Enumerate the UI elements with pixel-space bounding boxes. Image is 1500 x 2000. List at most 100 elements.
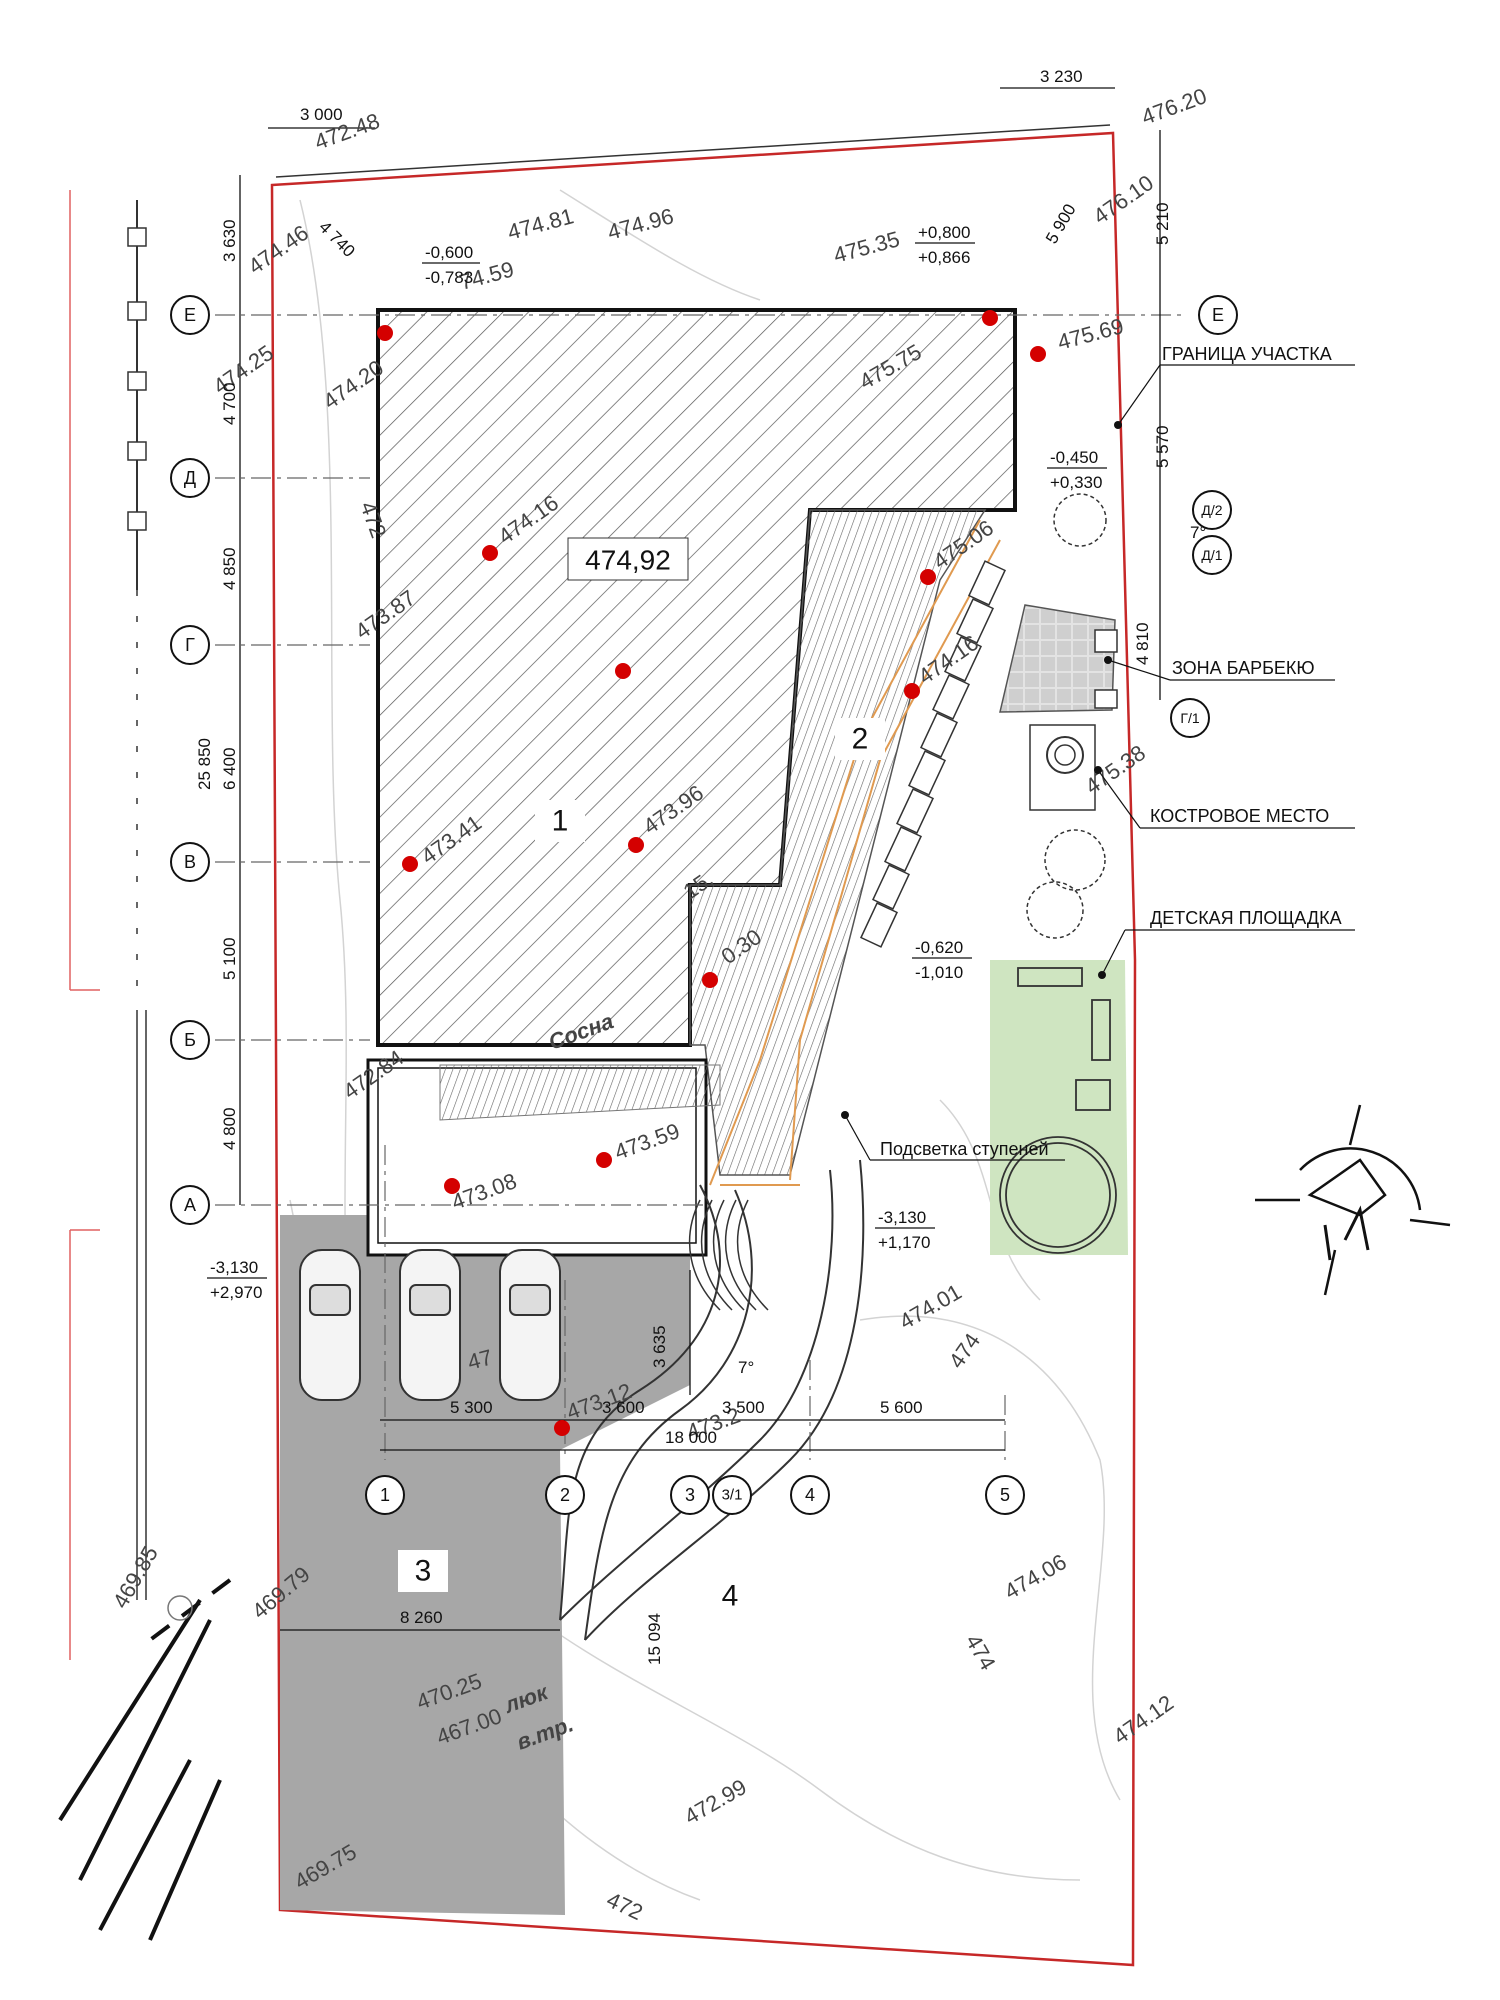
svg-text:5 100: 5 100 <box>220 937 239 980</box>
svg-text:-0,450: -0,450 <box>1050 448 1098 467</box>
axis-bubble-col-4: 4 <box>790 1475 830 1515</box>
svg-text:4 800: 4 800 <box>220 1107 239 1150</box>
svg-text:18 000: 18 000 <box>665 1428 717 1447</box>
terrace-steps <box>860 560 1006 948</box>
playground-area <box>990 960 1128 1255</box>
svg-text:ЗОНА БАРБЕКЮ: ЗОНА БАРБЕКЮ <box>1172 658 1315 678</box>
axis-bubble-row-a: А <box>170 1185 210 1225</box>
svg-text:-0,783: -0,783 <box>425 268 473 287</box>
svg-text:Д/2: Д/2 <box>1201 502 1222 518</box>
svg-text:Б: Б <box>184 1030 196 1050</box>
svg-text:4 810: 4 810 <box>1133 622 1152 665</box>
main-level-box: 474,92 <box>567 537 689 581</box>
svg-text:4: 4 <box>805 1485 815 1505</box>
axis-grid <box>215 314 1185 1460</box>
svg-text:Е: Е <box>184 305 196 325</box>
svg-text:474: 474 <box>944 1328 986 1372</box>
svg-text:5 570: 5 570 <box>1153 425 1172 468</box>
svg-text:474.96: 474.96 <box>605 203 676 245</box>
terrace <box>689 509 987 1176</box>
axis-bubble-col-2: 2 <box>545 1475 585 1515</box>
svg-text:ДЕТСКАЯ ПЛОЩАДКА: ДЕТСКАЯ ПЛОЩАДКА <box>1150 908 1342 928</box>
svg-text:474.25: 474.25 <box>209 340 278 399</box>
bbq-zone <box>999 604 1118 713</box>
svg-text:3 230: 3 230 <box>1040 67 1083 86</box>
svg-text:1: 1 <box>552 805 569 838</box>
svg-text:15 094: 15 094 <box>645 1613 664 1665</box>
svg-text:474.12: 474.12 <box>1109 1690 1178 1749</box>
svg-text:3 630: 3 630 <box>220 219 239 262</box>
stair-path <box>709 519 1001 1186</box>
svg-text:472.99: 472.99 <box>680 1774 751 1829</box>
svg-text:Д: Д <box>184 468 196 488</box>
north-arrow-icon <box>1255 1104 1451 1296</box>
axis-bubble-col-5: 5 <box>985 1475 1025 1515</box>
svg-text:2: 2 <box>560 1485 570 1505</box>
svg-text:-3,130: -3,130 <box>210 1258 258 1277</box>
callout-labels: ГРАНИЦА УЧАСТКА ЗОНА БАРБЕКЮ КОСТРОВОЕ М… <box>500 344 1355 1755</box>
svg-text:4 850: 4 850 <box>220 547 239 590</box>
svg-text:В: В <box>184 852 196 872</box>
axis-bubble-row-b: Б <box>170 1020 210 1060</box>
svg-text:4 740: 4 740 <box>315 217 359 261</box>
axis-bubble-col-3: 3 <box>670 1475 710 1515</box>
svg-text:469.85: 469.85 <box>108 1542 163 1613</box>
svg-text:+0,800: +0,800 <box>918 223 970 242</box>
svg-text:4 700: 4 700 <box>220 382 239 425</box>
zone-4-label: 4 <box>705 1575 755 1617</box>
axis-bubble-g1: Г/1 <box>1170 698 1210 738</box>
axis-bubble-col-3-1: 3/1 <box>712 1475 752 1515</box>
axis-bubble-row-e: Е <box>170 295 210 335</box>
parking-area <box>280 1215 690 1915</box>
axis-bubble-d2: Д/2 <box>1192 490 1232 530</box>
svg-text:Подсветка ступеней: Подсветка ступеней <box>880 1139 1049 1159</box>
svg-text:474.81: 474.81 <box>505 203 576 245</box>
svg-text:3: 3 <box>685 1485 695 1505</box>
svg-text:474.46: 474.46 <box>244 220 313 279</box>
svg-text:8 260: 8 260 <box>400 1608 443 1627</box>
zone-3-label: 3 <box>398 1550 448 1592</box>
svg-text:КОСТРОВОЕ МЕСТО: КОСТРОВОЕ МЕСТО <box>1150 806 1329 826</box>
svg-text:474: 474 <box>961 1630 1001 1674</box>
svg-text:Е: Е <box>1212 305 1224 325</box>
svg-text:3 600: 3 600 <box>602 1398 645 1417</box>
level-marks: -0,600 -0,783 +0,800 +0,866 -0,450 +0,33… <box>207 223 1107 1302</box>
svg-text:Г/1: Г/1 <box>1180 710 1199 726</box>
svg-text:1: 1 <box>380 1485 390 1505</box>
trees <box>1026 493 1107 939</box>
svg-text:5 210: 5 210 <box>1153 202 1172 245</box>
svg-text:3 000: 3 000 <box>300 105 343 124</box>
svg-text:ГРАНИЦА УЧАСТКА: ГРАНИЦА УЧАСТКА <box>1162 344 1332 364</box>
svg-text:3/1: 3/1 <box>722 1487 743 1504</box>
dimension-lines <box>239 87 1161 1631</box>
entrance-stairs <box>688 1199 769 1311</box>
entrance-path <box>559 1159 865 1641</box>
svg-text:474,92: 474,92 <box>585 545 671 576</box>
svg-text:-0,600: -0,600 <box>425 243 473 262</box>
playground-items <box>999 967 1117 1254</box>
svg-text:7°: 7° <box>738 1358 754 1377</box>
svg-text:475.35: 475.35 <box>831 226 902 268</box>
svg-text:5 900: 5 900 <box>1042 201 1080 247</box>
svg-text:472: 472 <box>603 1887 647 1925</box>
zone-2-label: 2 <box>835 718 885 760</box>
axis-bubble-e-right: Е <box>1198 295 1238 335</box>
svg-text:476.10: 476.10 <box>1089 170 1158 229</box>
svg-text:474.06: 474.06 <box>1000 1549 1071 1604</box>
svg-text:3: 3 <box>415 1555 432 1588</box>
svg-text:5 300: 5 300 <box>450 1398 493 1417</box>
svg-text:+2,970: +2,970 <box>210 1283 262 1302</box>
axis-bubble-d1: Д/1 <box>1192 535 1232 575</box>
svg-text:-1,010: -1,010 <box>915 963 963 982</box>
site-boundary <box>270 124 1137 1967</box>
axis-bubble-row-g: Г <box>170 625 210 665</box>
axis-bubble-col-1: 1 <box>365 1475 405 1515</box>
svg-text:+0,330: +0,330 <box>1050 473 1102 492</box>
svg-text:3 635: 3 635 <box>650 1325 669 1368</box>
svg-text:-0,620: -0,620 <box>915 938 963 957</box>
svg-text:3 500: 3 500 <box>722 1398 765 1417</box>
svg-text:474.01: 474.01 <box>895 1279 966 1334</box>
svg-text:6 400: 6 400 <box>220 747 239 790</box>
svg-text:7°: 7° <box>1190 523 1206 542</box>
fire-place <box>1029 724 1096 811</box>
